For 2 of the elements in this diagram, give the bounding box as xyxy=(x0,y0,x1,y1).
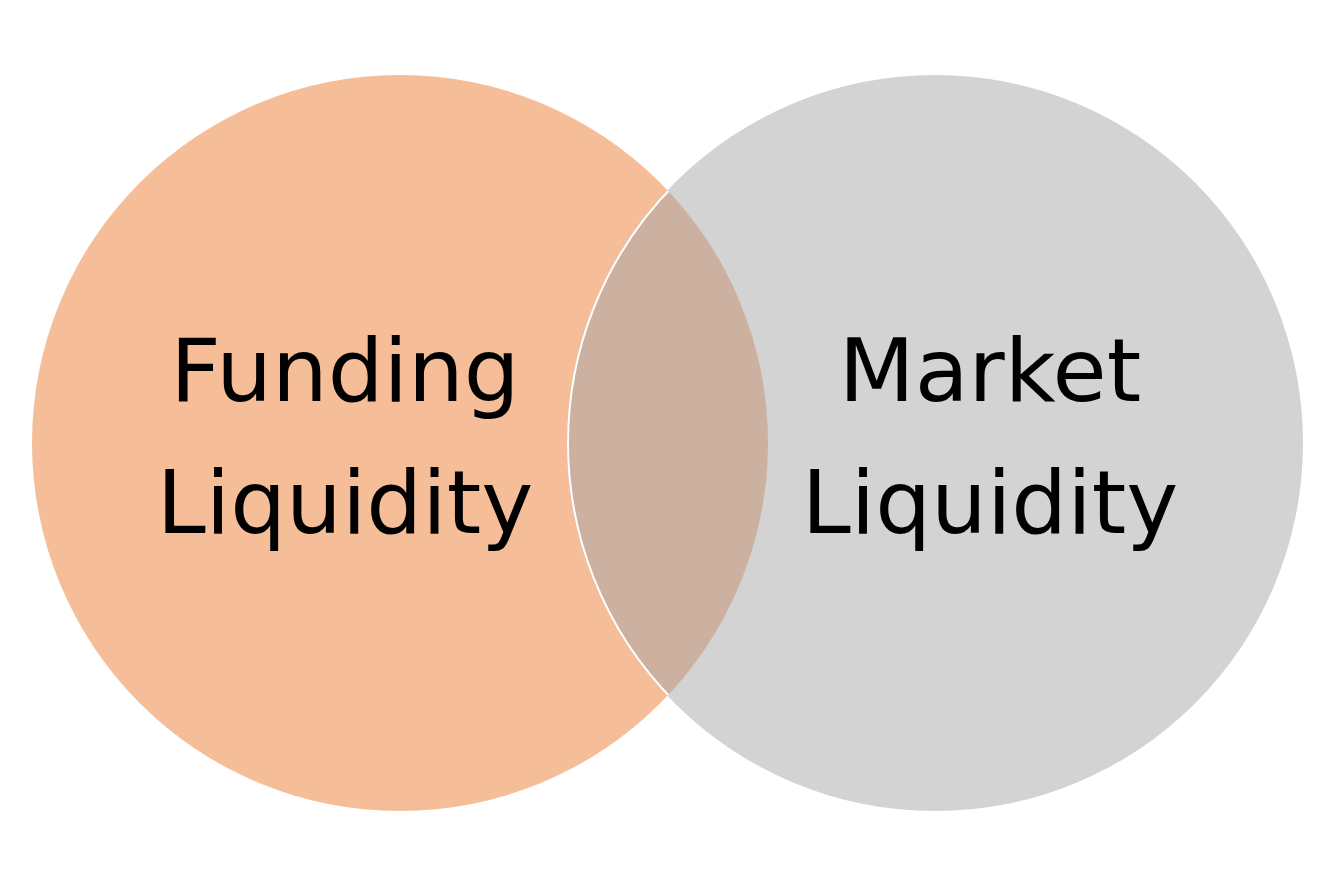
circle-label: Funding Liquidity xyxy=(155,318,535,556)
circle-label: Market Liquidity xyxy=(800,318,1180,556)
